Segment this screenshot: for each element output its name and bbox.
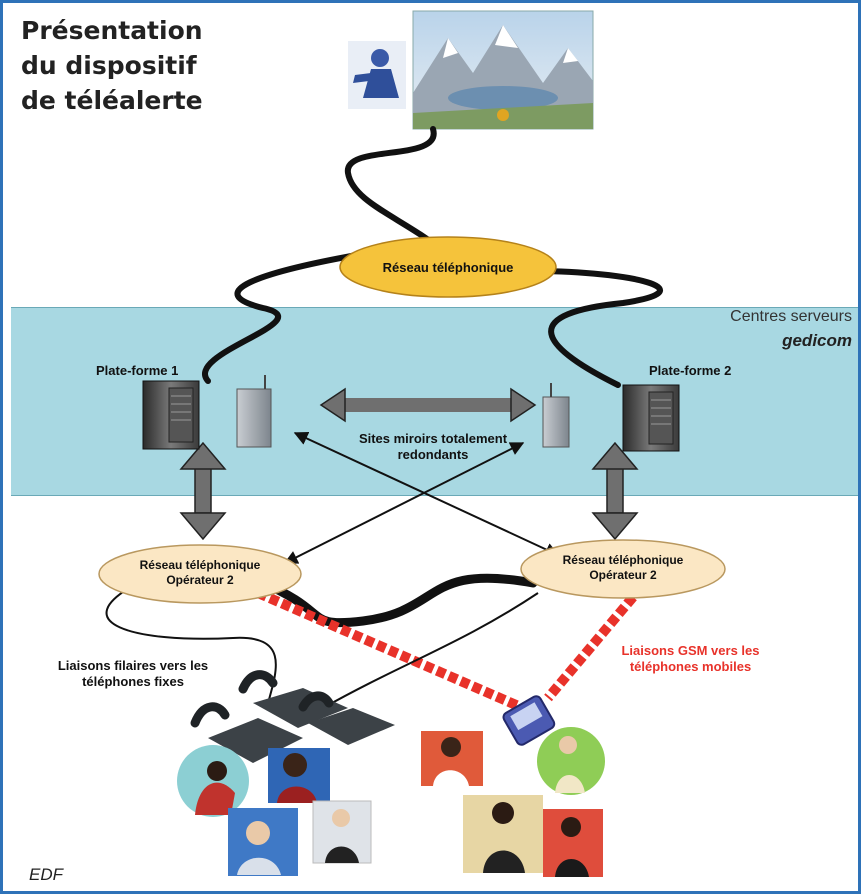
operator-1-node [98,544,302,604]
pilot-figure-icon [348,41,406,109]
desk-phones-icon [190,670,395,763]
mirror-arrow-right-head [510,387,537,423]
wired-links-caption-line2: téléphones fixes [82,674,184,689]
gsm-links-caption-line2: téléphones mobiles [629,659,752,674]
platform-1-modem-icon [236,375,272,448]
platform-1-operator-arrow [179,441,227,541]
platform-1-label: Plate-forme 1 [96,363,178,378]
mirror-sites-caption-line2: redondants [397,447,469,462]
operator-2-node [520,539,726,599]
cross-links [283,431,560,564]
upstream-cables [202,126,664,388]
platform-2-label: Plate-forme 2 [649,363,731,378]
wired-links-caption-line1: Liaisons filaires vers les [57,658,209,673]
operator-2-label-line1: Réseau téléphonique [563,553,684,567]
platform-1-server-icon [142,380,200,450]
gsm-links [256,588,637,713]
diagram-title: Présentation du dispositif de téléalerte [21,16,203,115]
mirror-arrow-left-head [319,387,346,423]
gsm-links-caption-line1: Liaisons GSM vers les [621,643,760,658]
gedicom-brand-label: gedicom [782,331,852,350]
telealert-diagram: Réseau téléphonique Réseau téléphonique … [96,10,731,877]
phone-network-label: Réseau téléphonique [383,260,514,275]
gsm-links-caption: Liaisons GSM vers les téléphones mobiles [598,643,783,675]
mirror-sites-caption: Sites miroirs totalement redondants [333,431,533,463]
mobile-phone-users-illustrations [421,727,605,877]
mountain-landscape-image [412,10,594,130]
phone-network-node [339,236,557,298]
wired-links [105,582,539,709]
operator-1-label-line1: Réseau téléphonique [140,558,261,572]
mirror-sites-caption-line1: Sites miroirs totalement [358,431,508,446]
wired-links-caption: Liaisons filaires vers les téléphones fi… [33,658,233,690]
image-credit: EDF [29,865,63,884]
platform-2-operator-arrow [591,441,639,541]
server-centers-label: Centres serveurs [730,308,852,325]
inter-operator-cable [258,573,538,628]
operator-2-label-line2: Opérateur 2 [589,568,657,582]
operator-1-label-line2: Opérateur 2 [166,573,234,587]
platform-2-modem-icon [542,383,570,448]
platform-2-server-icon [622,384,680,452]
mobile-phone-icon [502,695,556,746]
fixed-phone-users-illustrations [177,745,372,876]
